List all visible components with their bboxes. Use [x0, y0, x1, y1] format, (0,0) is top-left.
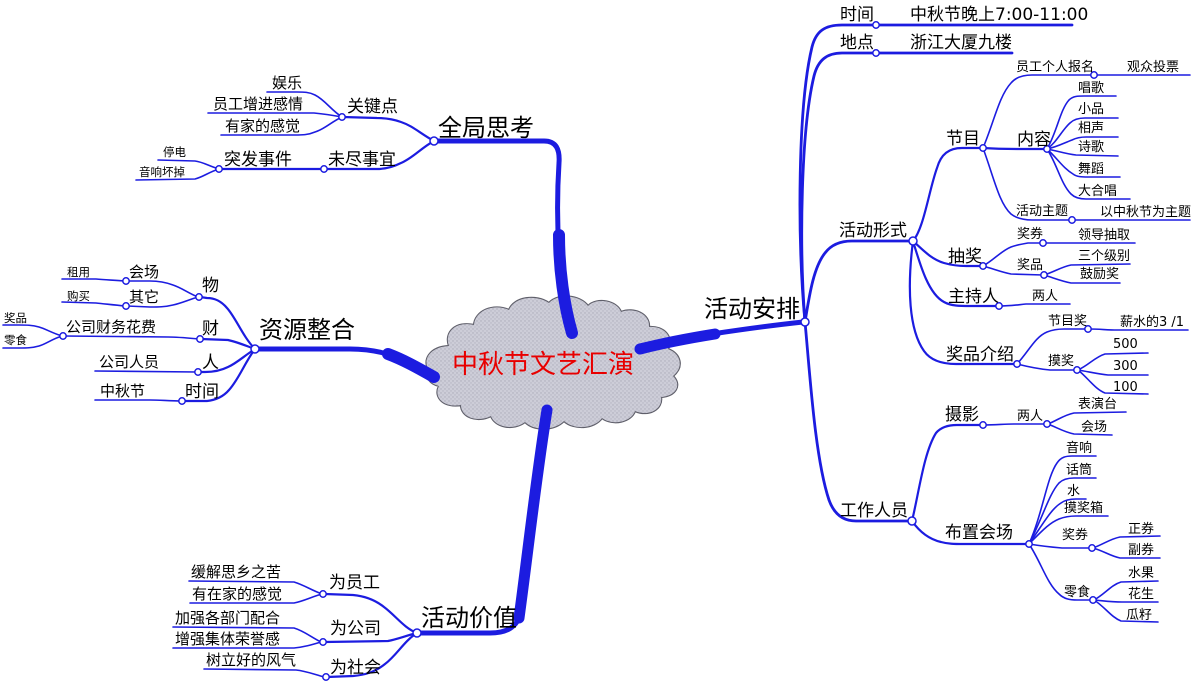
node-activity-format[interactable]: 活动形式	[839, 221, 907, 241]
branch-lines-right	[798, 23, 1191, 623]
node-key-points[interactable]: 关键点	[347, 97, 398, 117]
node-good-atmosphere[interactable]: 树立好的风气	[206, 651, 296, 669]
node-skit[interactable]: 小品	[1078, 102, 1104, 117]
main-topic-activity-value[interactable]: 活动价值	[421, 604, 517, 632]
main-topic-overall-thinking[interactable]: 全局思考	[438, 114, 534, 142]
node-finance[interactable]: 财	[202, 319, 219, 339]
node-signup[interactable]: 员工个人报名	[1016, 59, 1094, 75]
collapse-handles[interactable]	[59, 21, 1098, 681]
node-encourage-award[interactable]: 鼓励奖	[1080, 267, 1119, 282]
node-setup-ticket[interactable]: 奖券	[1062, 527, 1088, 543]
node-theme[interactable]: 活动主题	[1016, 204, 1068, 219]
node-time-value[interactable]: 中秋节晚上7:00-11:00	[910, 5, 1088, 25]
node-lottery-ticket[interactable]: 奖券	[1017, 226, 1043, 242]
node-microphone[interactable]: 话筒	[1066, 462, 1092, 478]
node-time[interactable]: 时间	[840, 5, 874, 25]
node-photographer-count[interactable]: 两人	[1017, 409, 1043, 424]
node-draw-300[interactable]: 300	[1113, 359, 1138, 374]
node-host[interactable]: 主持人	[948, 287, 999, 307]
node-water[interactable]: 水	[1067, 484, 1080, 499]
node-leader-draw[interactable]: 领导抽取	[1078, 228, 1130, 243]
node-mid-autumn[interactable]: 中秋节	[100, 382, 145, 400]
node-host-count[interactable]: 两人	[1032, 289, 1058, 304]
node-audio-failure[interactable]: 音响坏掉	[139, 165, 185, 179]
node-ticket-main[interactable]: 正券	[1128, 521, 1154, 537]
node-stage[interactable]: 表演台	[1078, 396, 1117, 412]
node-for-society[interactable]: 为社会	[330, 658, 381, 678]
node-fruit[interactable]: 水果	[1128, 566, 1154, 581]
node-venue-left[interactable]: 会场	[129, 263, 159, 281]
node-pending-matters[interactable]: 未尽事宜	[328, 150, 396, 170]
node-place[interactable]: 地点	[840, 33, 874, 53]
node-lottery-box[interactable]: 摸奖箱	[1064, 500, 1103, 516]
node-for-employees[interactable]: 为员工	[329, 573, 380, 593]
node-place-value[interactable]: 浙江大厦九楼	[910, 33, 1012, 53]
node-draw-100[interactable]: 100	[1113, 380, 1138, 395]
node-other[interactable]: 其它	[129, 288, 159, 306]
node-photography[interactable]: 摄影	[945, 405, 979, 425]
node-material[interactable]: 物	[202, 276, 219, 296]
node-snack-left[interactable]: 零食	[4, 333, 27, 347]
node-home-feel[interactable]: 有在家的感觉	[192, 585, 282, 603]
node-rent[interactable]: 租用	[67, 265, 90, 279]
node-home-feeling[interactable]: 有家的感觉	[225, 117, 300, 135]
node-bonding[interactable]: 员工增进感情	[213, 95, 303, 113]
central-topic-cloud[interactable]	[425, 295, 681, 430]
node-venue-setup[interactable]: 布置会场	[945, 523, 1013, 543]
node-lottery[interactable]: 抽奖	[948, 247, 982, 267]
main-branches	[253, 138, 806, 636]
node-entertainment[interactable]: 娱乐	[272, 74, 302, 92]
node-poetry[interactable]: 诗歌	[1078, 140, 1104, 155]
node-prize-left[interactable]: 奖品	[4, 311, 27, 325]
node-company-expense[interactable]: 公司财务花费	[66, 318, 156, 336]
node-peanut[interactable]: 花生	[1128, 586, 1154, 602]
center-topic[interactable]: 中秋节文艺汇演	[452, 350, 634, 380]
node-three-levels[interactable]: 三个级别	[1078, 249, 1130, 264]
node-people[interactable]: 人	[202, 353, 219, 373]
node-homesickness[interactable]: 缓解思乡之苦	[191, 563, 281, 581]
node-ticket-stub[interactable]: 副券	[1128, 542, 1154, 558]
node-honor[interactable]: 增强集体荣誉感	[175, 630, 280, 648]
node-emergency[interactable]: 突发事件	[224, 150, 292, 170]
node-venue-photo[interactable]: 会场	[1081, 420, 1107, 435]
node-program-award[interactable]: 节目奖	[1048, 314, 1087, 329]
node-audience-vote[interactable]: 观众投票	[1127, 59, 1179, 75]
node-prize[interactable]: 奖品	[1017, 258, 1043, 273]
node-program[interactable]: 节目	[946, 129, 980, 149]
node-program-award-value[interactable]: 薪水的3 /1	[1120, 314, 1184, 330]
node-draw-500[interactable]: 500	[1113, 337, 1138, 352]
node-content[interactable]: 内容	[1017, 130, 1051, 150]
main-topic-resource-integration[interactable]: 资源整合	[259, 316, 355, 344]
node-lucky-draw[interactable]: 摸奖	[1048, 354, 1074, 369]
node-staff[interactable]: 工作人员	[840, 501, 908, 521]
node-prize-intro[interactable]: 奖品介绍	[946, 345, 1014, 365]
node-cooperation[interactable]: 加强各部门配合	[175, 609, 280, 627]
node-audio[interactable]: 音响	[1066, 440, 1092, 456]
node-theme-value[interactable]: 以中秋节为主题	[1100, 205, 1191, 220]
node-crosstalk[interactable]: 相声	[1078, 121, 1104, 136]
node-company-staff[interactable]: 公司人员	[99, 353, 159, 371]
node-chorus[interactable]: 大合唱	[1078, 184, 1117, 199]
node-time-left[interactable]: 时间	[185, 382, 219, 402]
node-snacks[interactable]: 零食	[1064, 584, 1090, 600]
node-sing[interactable]: 唱歌	[1078, 81, 1104, 96]
node-dance[interactable]: 舞蹈	[1078, 162, 1104, 177]
main-topic-activity-arrangement[interactable]: 活动安排	[704, 295, 800, 323]
node-power-outage[interactable]: 停电	[163, 145, 186, 159]
node-melon-seeds[interactable]: 瓜籽	[1126, 608, 1152, 623]
node-buy[interactable]: 购买	[67, 289, 90, 303]
node-for-company[interactable]: 为公司	[330, 619, 381, 639]
